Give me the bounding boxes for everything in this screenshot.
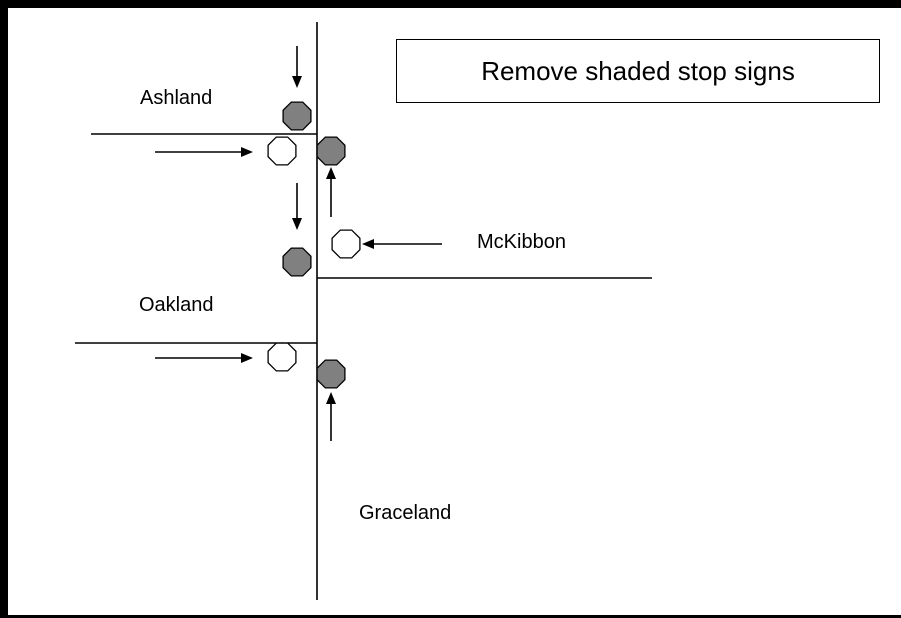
plain-stop-sign-oakland-eastbound — [267, 342, 297, 372]
shaded-stop-sign-mckibbon-southbound — [282, 247, 312, 277]
arrow-ashland-eastbound — [155, 147, 253, 157]
plain-stop-sign-mckibbon-westbound — [331, 229, 361, 259]
title-text: Remove shaded stop signs — [481, 55, 795, 86]
mckibbon-label: McKibbon — [477, 231, 566, 253]
graceland-label: Graceland — [359, 502, 452, 524]
ashland-label: Ashland — [140, 87, 213, 109]
shaded-stop-sign-ashland-southbound — [282, 101, 312, 131]
arrow-ashland-northbound — [326, 167, 336, 217]
shaded-stop-sign-ashland-northbound — [316, 136, 346, 166]
plain-stop-sign-ashland-eastbound — [267, 136, 297, 166]
shaded-stop-sign-oakland-northbound — [316, 359, 346, 389]
arrow-oakland-northbound — [326, 392, 336, 441]
arrow-mckibbon-southbound — [292, 183, 302, 230]
arrow-ashland-southbound — [292, 46, 302, 88]
title-box: Remove shaded stop signs — [396, 39, 880, 103]
oakland-label: Oakland — [139, 294, 214, 316]
arrow-mckibbon-westbound — [362, 239, 442, 249]
arrow-oakland-eastbound — [155, 353, 253, 363]
